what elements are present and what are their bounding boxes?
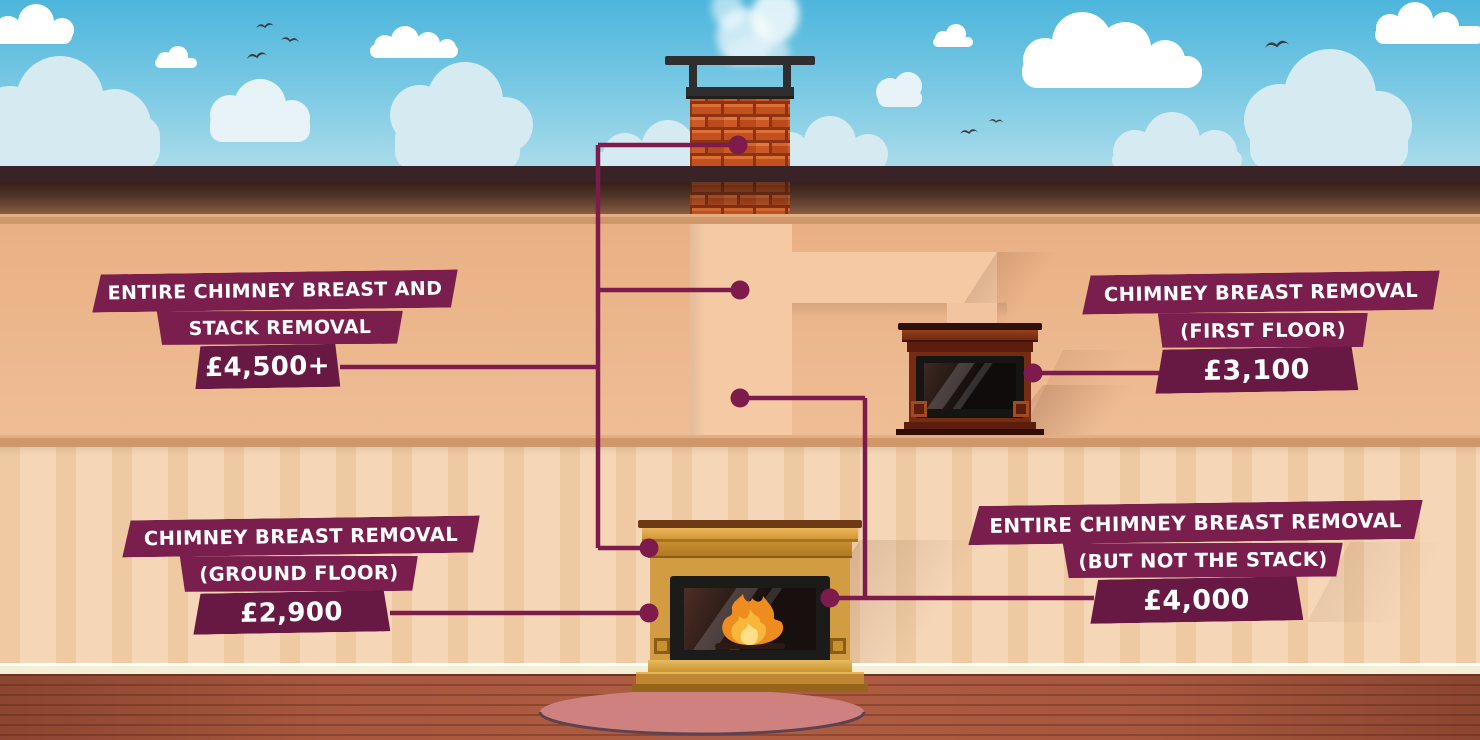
stove-glass xyxy=(924,363,1016,409)
chimney-stack xyxy=(660,52,820,214)
cloud xyxy=(0,2,1480,88)
chimney-bricks xyxy=(690,97,790,214)
callout-price: £4,500+ xyxy=(195,344,341,390)
callout-price: £2,900 xyxy=(193,590,391,634)
ceiling-band xyxy=(0,214,1480,224)
callout-text: STACK REMOVAL xyxy=(157,309,403,347)
fireplace-ornament xyxy=(654,638,670,654)
callout-text: ENTIRE CHIMNEY BREAST AND xyxy=(92,269,458,312)
stove-ornament xyxy=(1013,401,1029,417)
fireplace-ornament xyxy=(830,638,846,654)
fireplace-firebox xyxy=(670,576,830,662)
callout-price: £3,100 xyxy=(1155,346,1359,394)
bird-icon xyxy=(246,23,1290,134)
chimney-breast-column xyxy=(690,224,792,435)
cloud xyxy=(210,72,922,142)
callout-text: (GROUND FLOOR) xyxy=(180,554,418,593)
floor-divider-band xyxy=(0,435,1480,447)
callout-text: (FIRST FLOOR) xyxy=(1158,311,1368,349)
stove-firebox xyxy=(916,356,1024,418)
callout-text: CHIMNEY BREAST REMOVAL xyxy=(1082,271,1441,315)
callout-price: £4,000 xyxy=(1090,576,1304,624)
stove-ornament xyxy=(911,401,927,417)
chimney-breast-arm xyxy=(792,252,997,303)
fireplace-glass xyxy=(684,588,816,650)
callout-text: ENTIRE CHIMNEY BREAST REMOVAL xyxy=(968,500,1424,545)
ground-floor-fireplace xyxy=(632,520,868,692)
first-floor-stove xyxy=(894,323,1046,435)
roof-fascia xyxy=(0,166,1480,182)
callout-text: CHIMNEY BREAST REMOVAL xyxy=(122,516,480,558)
chimney-cap xyxy=(665,56,815,65)
callout-text: (BUT NOT THE STACK) xyxy=(1063,541,1343,580)
